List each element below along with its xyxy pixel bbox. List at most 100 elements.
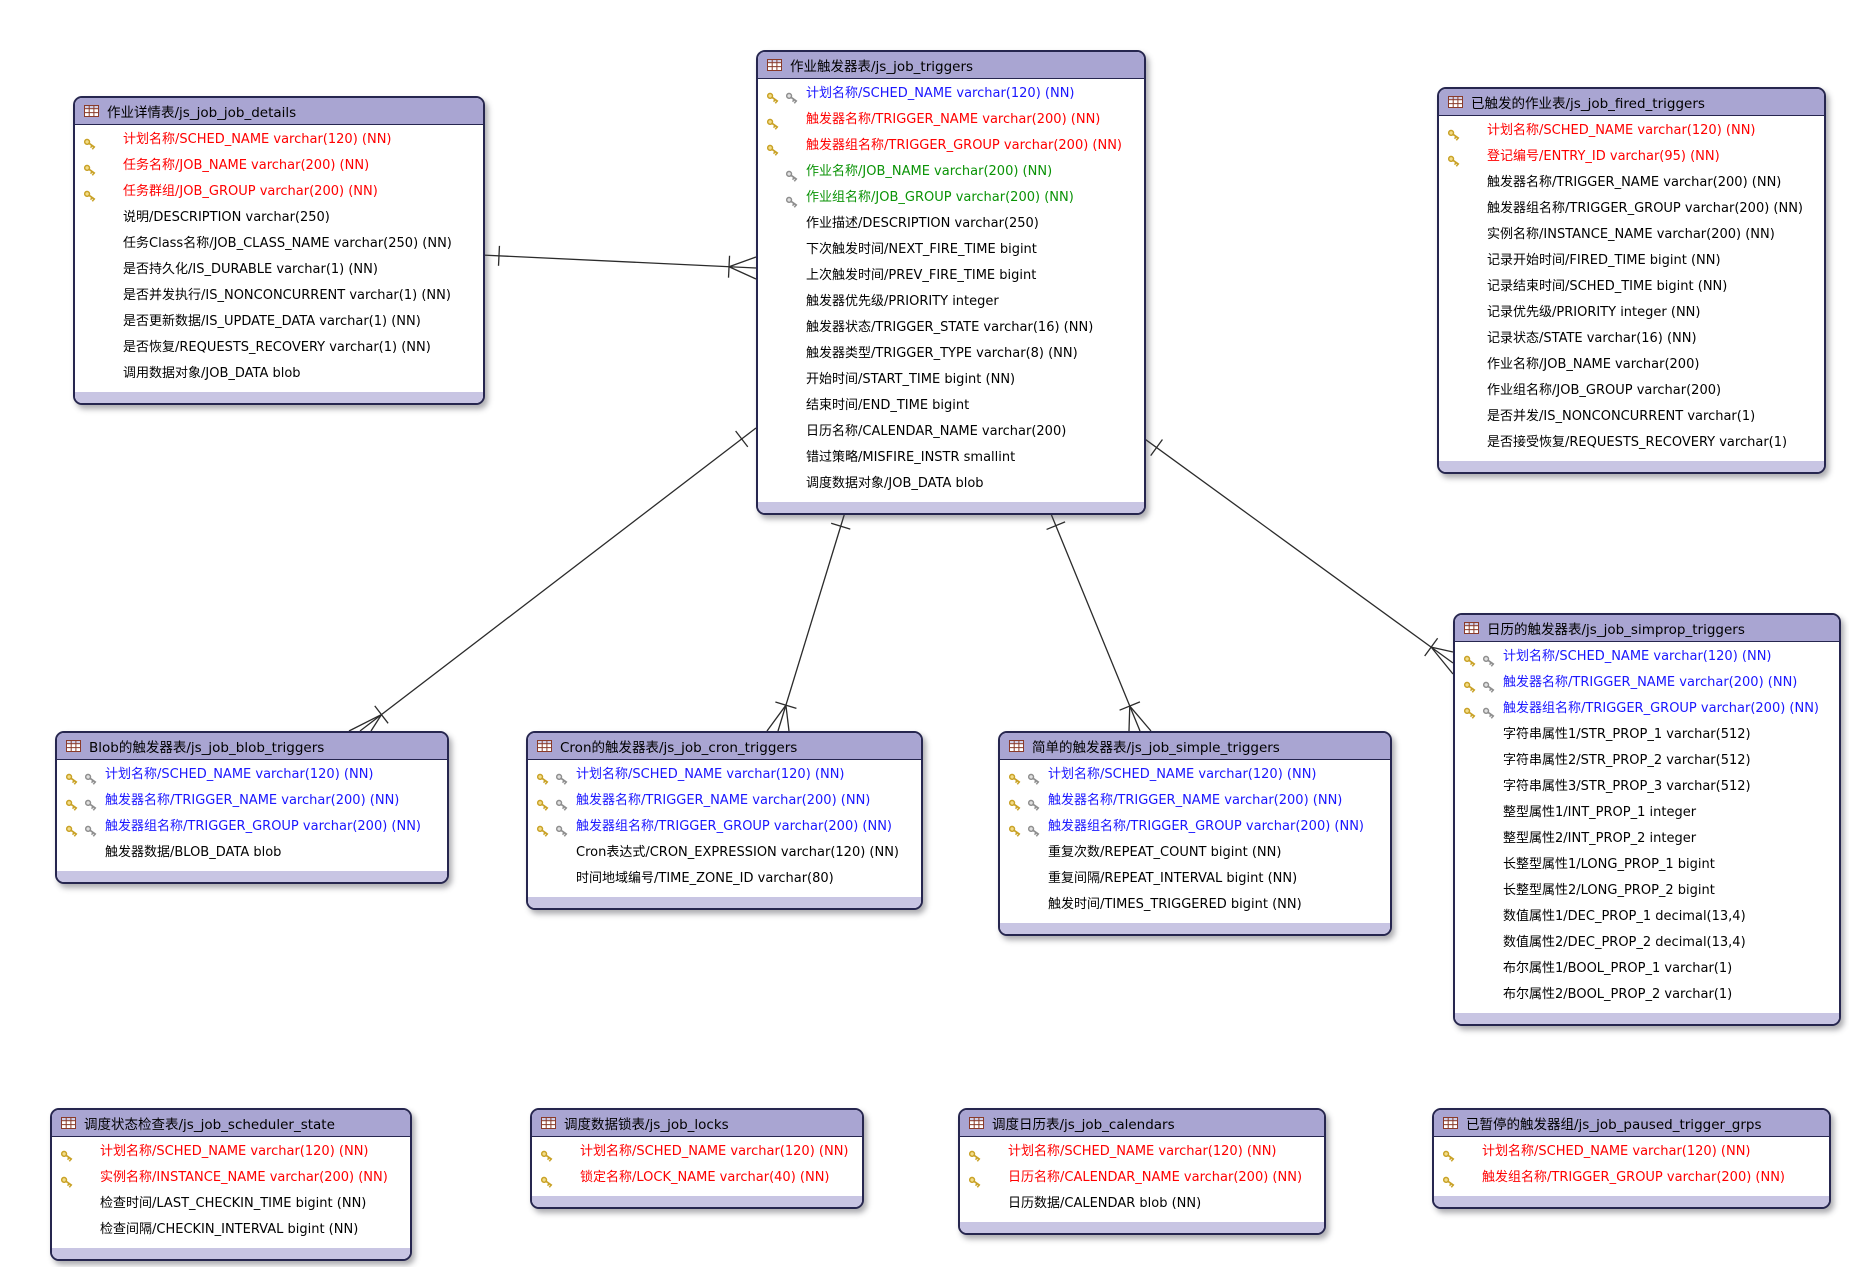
field-row[interactable]: 作业组名称/JOB_GROUP varchar(200) (1439, 378, 1824, 404)
field-row[interactable]: 调度数据对象/JOB_DATA blob (758, 471, 1144, 497)
table-header[interactable]: 调度日历表/js_job_calendars (960, 1110, 1324, 1137)
field-row[interactable]: 字符串属性1/STR_PROP_1 varchar(512) (1455, 722, 1839, 748)
field-row[interactable]: 触发器名称/TRIGGER_NAME varchar(200) (NN) (57, 788, 447, 814)
table-header[interactable]: 已触发的作业表/js_job_fired_triggers (1439, 89, 1824, 116)
field-row[interactable]: 计划名称/SCHED_NAME varchar(120) (NN) (1000, 762, 1390, 788)
table-header[interactable]: 简单的触发器表/js_job_simple_triggers (1000, 733, 1390, 760)
field-row[interactable]: 触发器组名称/TRIGGER_GROUP varchar(200) (NN) (528, 814, 921, 840)
field-row[interactable]: 结束时间/END_TIME bigint (758, 393, 1144, 419)
field-row[interactable]: 计划名称/SCHED_NAME varchar(120) (NN) (960, 1139, 1324, 1165)
field-row[interactable]: 计划名称/SCHED_NAME varchar(120) (NN) (758, 81, 1144, 107)
field-row[interactable]: 实例名称/INSTANCE_NAME varchar(200) (NN) (52, 1165, 410, 1191)
field-row[interactable]: 作业描述/DESCRIPTION varchar(250) (758, 211, 1144, 237)
table-header[interactable]: Blob的触发器表/js_job_blob_triggers (57, 733, 447, 760)
field-row[interactable]: 计划名称/SCHED_NAME varchar(120) (NN) (75, 127, 483, 153)
field-row[interactable]: 实例名称/INSTANCE_NAME varchar(200) (NN) (1439, 222, 1824, 248)
field-row[interactable]: 触发器名称/TRIGGER_NAME varchar(200) (NN) (528, 788, 921, 814)
field-row[interactable]: 触发器组名称/TRIGGER_GROUP varchar(200) (NN) (758, 133, 1144, 159)
field-row[interactable]: 字符串属性3/STR_PROP_3 varchar(512) (1455, 774, 1839, 800)
field-row[interactable]: 下次触发时间/NEXT_FIRE_TIME bigint (758, 237, 1144, 263)
field-row[interactable]: 检查时间/LAST_CHECKIN_TIME bigint (NN) (52, 1191, 410, 1217)
field-row[interactable]: 触发器名称/TRIGGER_NAME varchar(200) (NN) (1439, 170, 1824, 196)
table-header[interactable]: 作业详情表/js_job_job_details (75, 98, 483, 125)
field-row[interactable]: 上次触发时间/PREV_FIRE_TIME bigint (758, 263, 1144, 289)
field-row[interactable]: 触发组名称/TRIGGER_GROUP varchar(200) (NN) (1434, 1165, 1829, 1191)
field-row[interactable]: 任务名称/JOB_NAME varchar(200) (NN) (75, 153, 483, 179)
field-row[interactable]: 调用数据对象/JOB_DATA blob (75, 361, 483, 387)
field-row[interactable]: 锁定名称/LOCK_NAME varchar(40) (NN) (532, 1165, 862, 1191)
table-header[interactable]: Cron的触发器表/js_job_cron_triggers (528, 733, 921, 760)
field-row[interactable]: 重复次数/REPEAT_COUNT bigint (NN) (1000, 840, 1390, 866)
field-row[interactable]: 触发器状态/TRIGGER_STATE varchar(16) (NN) (758, 315, 1144, 341)
table-header[interactable]: 日历的触发器表/js_job_simprop_triggers (1455, 615, 1839, 642)
field-row[interactable]: 数值属性1/DEC_PROP_1 decimal(13,4) (1455, 904, 1839, 930)
field-row[interactable]: 数值属性2/DEC_PROP_2 decimal(13,4) (1455, 930, 1839, 956)
field-row[interactable]: 触发器组名称/TRIGGER_GROUP varchar(200) (NN) (1455, 696, 1839, 722)
field-row[interactable]: 日历数据/CALENDAR blob (NN) (960, 1191, 1324, 1217)
field-row[interactable]: 触发器名称/TRIGGER_NAME varchar(200) (NN) (758, 107, 1144, 133)
table-header[interactable]: 作业触发器表/js_job_triggers (758, 52, 1144, 79)
field-row[interactable]: 布尔属性1/BOOL_PROP_1 varchar(1) (1455, 956, 1839, 982)
field-row[interactable]: 开始时间/START_TIME bigint (NN) (758, 367, 1144, 393)
field-row[interactable]: 触发器组名称/TRIGGER_GROUP varchar(200) (NN) (57, 814, 447, 840)
field-row[interactable]: Cron表达式/CRON_EXPRESSION varchar(120) (NN… (528, 840, 921, 866)
field-row[interactable]: 日历名称/CALENDAR_NAME varchar(200) (NN) (960, 1165, 1324, 1191)
table-header[interactable]: 调度状态检查表/js_job_scheduler_state (52, 1110, 410, 1137)
field-row[interactable]: 整型属性2/INT_PROP_2 integer (1455, 826, 1839, 852)
field-row[interactable]: 是否恢复/REQUESTS_RECOVERY varchar(1) (NN) (75, 335, 483, 361)
table-header[interactable]: 调度数据锁表/js_job_locks (532, 1110, 862, 1137)
field-row[interactable]: 计划名称/SCHED_NAME varchar(120) (NN) (1439, 118, 1824, 144)
field-row[interactable]: 触发器优先级/PRIORITY integer (758, 289, 1144, 315)
field-row[interactable]: 计划名称/SCHED_NAME varchar(120) (NN) (1455, 644, 1839, 670)
table-header[interactable]: 已暂停的触发器组/js_job_paused_trigger_grps (1434, 1110, 1829, 1137)
field-row[interactable]: 触发器类型/TRIGGER_TYPE varchar(8) (NN) (758, 341, 1144, 367)
field-row[interactable]: 错过策略/MISFIRE_INSTR smallint (758, 445, 1144, 471)
field-row[interactable]: 计划名称/SCHED_NAME varchar(120) (NN) (1434, 1139, 1829, 1165)
field-row[interactable]: 是否更新数据/IS_UPDATE_DATA varchar(1) (NN) (75, 309, 483, 335)
field-row[interactable]: 日历名称/CALENDAR_NAME varchar(200) (758, 419, 1144, 445)
field-row[interactable]: 是否并发执行/IS_NONCONCURRENT varchar(1) (NN) (75, 283, 483, 309)
field-row[interactable]: 重复间隔/REPEAT_INTERVAL bigint (NN) (1000, 866, 1390, 892)
field-row[interactable]: 计划名称/SCHED_NAME varchar(120) (NN) (532, 1139, 862, 1165)
field-row[interactable]: 计划名称/SCHED_NAME varchar(120) (NN) (57, 762, 447, 788)
field-row[interactable]: 作业名称/JOB_NAME varchar(200) (1439, 352, 1824, 378)
field-row[interactable]: 触发器数据/BLOB_DATA blob (57, 840, 447, 866)
field-row[interactable]: 记录状态/STATE varchar(16) (NN) (1439, 326, 1824, 352)
field-row[interactable]: 任务群组/JOB_GROUP varchar(200) (NN) (75, 179, 483, 205)
field-row[interactable]: 计划名称/SCHED_NAME varchar(120) (NN) (52, 1139, 410, 1165)
field-row[interactable]: 时间地域编号/TIME_ZONE_ID varchar(80) (528, 866, 921, 892)
field-row[interactable]: 记录开始时间/FIRED_TIME bigint (NN) (1439, 248, 1824, 274)
field-row[interactable]: 任务Class名称/JOB_CLASS_NAME varchar(250) (N… (75, 231, 483, 257)
field-row[interactable]: 触发器组名称/TRIGGER_GROUP varchar(200) (NN) (1000, 814, 1390, 840)
field-row[interactable]: 字符串属性2/STR_PROP_2 varchar(512) (1455, 748, 1839, 774)
field-row[interactable]: 布尔属性2/BOOL_PROP_2 varchar(1) (1455, 982, 1839, 1008)
field-row[interactable]: 记录结束时间/SCHED_TIME bigint (NN) (1439, 274, 1824, 300)
field-row[interactable]: 是否并发/IS_NONCONCURRENT varchar(1) (1439, 404, 1824, 430)
field-row[interactable]: 计划名称/SCHED_NAME varchar(120) (NN) (528, 762, 921, 788)
field-row[interactable]: 触发器名称/TRIGGER_NAME varchar(200) (NN) (1455, 670, 1839, 696)
field-row[interactable]: 触发时间/TIMES_TRIGGERED bigint (NN) (1000, 892, 1390, 918)
field-row[interactable]: 登记编号/ENTRY_ID varchar(95) (NN) (1439, 144, 1824, 170)
field-row[interactable]: 记录优先级/PRIORITY integer (NN) (1439, 300, 1824, 326)
field-row[interactable]: 长整型属性1/LONG_PROP_1 bigint (1455, 852, 1839, 878)
field-row[interactable]: 触发器名称/TRIGGER_NAME varchar(200) (NN) (1000, 788, 1390, 814)
field-row[interactable]: 触发器组名称/TRIGGER_GROUP varchar(200) (NN) (1439, 196, 1824, 222)
field-row[interactable]: 是否持久化/IS_DURABLE varchar(1) (NN) (75, 257, 483, 283)
field-row[interactable]: 检查间隔/CHECKIN_INTERVAL bigint (NN) (52, 1217, 410, 1243)
field-row[interactable]: 说明/DESCRIPTION varchar(250) (75, 205, 483, 231)
field-row[interactable]: 作业名称/JOB_NAME varchar(200) (NN) (758, 159, 1144, 185)
field-row[interactable]: 整型属性1/INT_PROP_1 integer (1455, 800, 1839, 826)
field-row[interactable]: 长整型属性2/LONG_PROP_2 bigint (1455, 878, 1839, 904)
field-row[interactable]: 作业组名称/JOB_GROUP varchar(200) (NN) (758, 185, 1144, 211)
